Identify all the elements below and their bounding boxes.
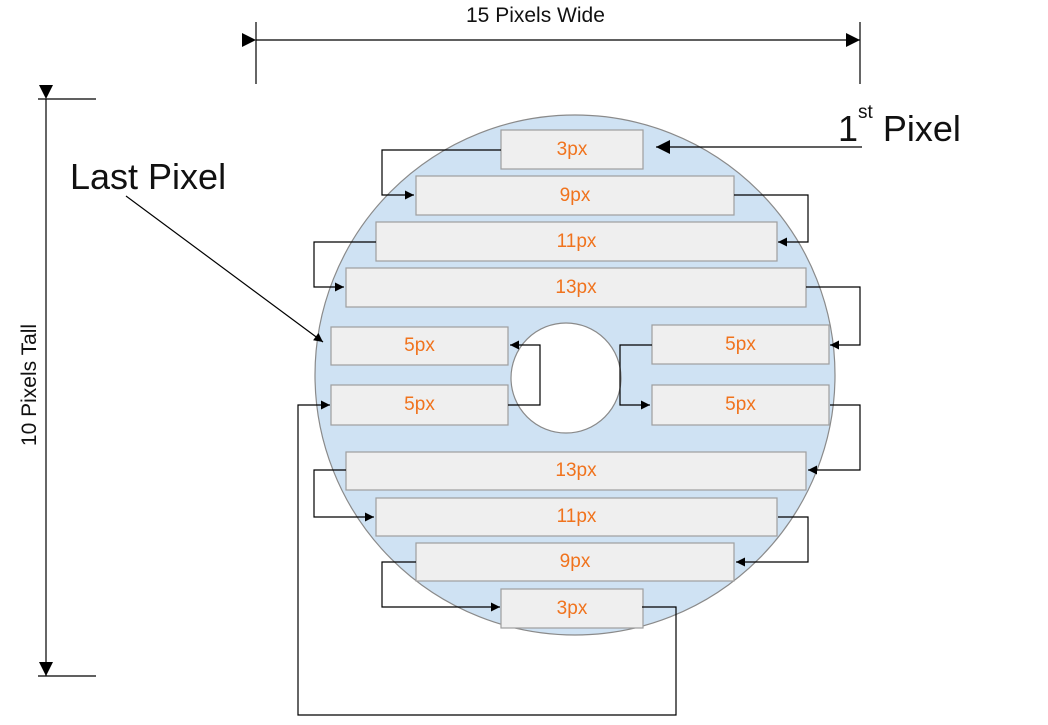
pixel-row-3 [375, 221, 778, 262]
height-dimension [38, 85, 96, 677]
connector-5-left-lower-to-5-left [508, 340, 541, 406]
pixel-row-11 [415, 542, 735, 582]
connector-9-lower-to-3-lower [381, 561, 500, 612]
pixel-row-label-1: 3px [556, 138, 588, 160]
pixel-row-5 [330, 326, 509, 366]
width-label: 15 Pixels Wide [466, 4, 605, 27]
pixel-row-label-2: 9px [559, 184, 591, 206]
first-pixel-ordinal: st [858, 102, 873, 123]
pixel-row-label-7: 5px [404, 394, 435, 415]
height-label: 10 Pixels Tall [18, 323, 41, 447]
pixel-rows [330, 129, 830, 629]
connector-5-to-5-right-lower [619, 344, 652, 410]
pixel-row-label-12: 3px [556, 597, 588, 619]
connector-5-right-to-13-lower [808, 404, 861, 475]
pixel-row-label-11: 9px [559, 551, 591, 572]
pixel-row-label-10: 11px [556, 506, 597, 527]
connector-13-lower-to-11-lower [313, 469, 374, 522]
pixel-row-8 [651, 384, 830, 426]
pixel-row-label-8: 5px [725, 394, 756, 415]
connectors [125, 140, 862, 716]
disc-hole [510, 322, 622, 434]
pixel-row-7 [330, 384, 509, 426]
pixel-row-12 [500, 588, 644, 629]
pixel-row-label-9: 13px [555, 460, 597, 481]
last-pixel-pointer [125, 195, 324, 343]
pixel-row-1 [500, 129, 644, 170]
first-pixel-word: Pixel [872, 108, 961, 149]
connector-13-to-5-right [806, 286, 861, 350]
last-pixel-label: Last Pixel [70, 156, 227, 197]
connector-11-to-13 [313, 241, 376, 292]
first-pixel-label: 1st Pixel [838, 102, 961, 150]
connector-3-to-9 [381, 149, 501, 200]
pixel-row-4 [345, 267, 807, 308]
connector-11-lower-to-9-lower [736, 516, 809, 567]
first-pixel-number: 1 [838, 108, 859, 149]
pixel-row-label-5: 5px [404, 335, 435, 356]
pixel-row-2 [415, 175, 735, 216]
pixel-row-9 [345, 451, 807, 491]
pixel-row-label-3: 11px [556, 230, 597, 252]
pixel-row-6 [651, 324, 830, 365]
connector-9-to-11 [734, 194, 809, 247]
width-dimension [242, 22, 861, 84]
connector-3-lower-to-5-left-lower [297, 400, 677, 716]
pixel-row-label-4: 13px [555, 276, 597, 298]
pixel-row-10 [375, 497, 778, 537]
pixel-row-label-6: 5px [725, 333, 756, 355]
